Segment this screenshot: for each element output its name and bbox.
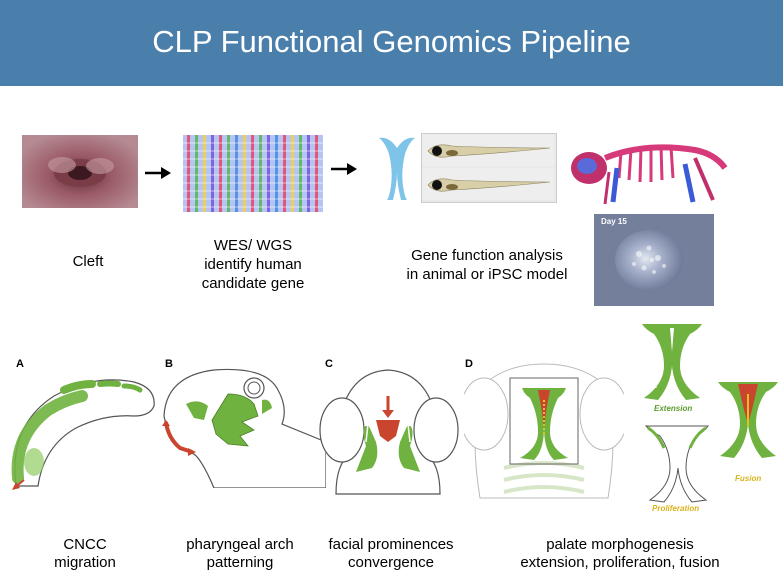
- caption-b-line-2: patterning: [206, 554, 274, 571]
- panel-c-face-diagram: [319, 369, 459, 495]
- mouse-skeleton-image: [565, 128, 729, 208]
- palate-proliferation-diagram: [644, 425, 709, 503]
- title-banner: [0, 0, 783, 86]
- arrow-right-icon: [145, 167, 171, 179]
- palate-fusion-diagram: [718, 382, 778, 458]
- caption-c-line-1: facial prominences: [328, 536, 454, 553]
- step-function-line-1: Gene function analysis: [411, 247, 563, 264]
- step-sequencing-line-1: WES/ WGS: [213, 237, 293, 254]
- cartilage-stain-image: [375, 136, 419, 202]
- zebrafish-larva-bottom: [422, 168, 554, 200]
- ipsc-colony-image: [594, 214, 714, 306]
- arrow-right-icon: [331, 163, 357, 175]
- caption-d-line-1: palate morphogenesis: [546, 536, 694, 553]
- caption-c: facial prominences convergence: [318, 536, 464, 572]
- panel-b-pharyngeal-diagram: [162, 368, 326, 488]
- panel-d-palate-diagram: [464, 363, 624, 499]
- step-sequencing-line-3: candidate gene: [201, 275, 305, 292]
- caption-a: CNCC migration: [30, 536, 140, 572]
- extension-label: Extension: [654, 404, 693, 413]
- panel-letter-a: A: [16, 358, 24, 370]
- fusion-label: Fusion: [735, 474, 762, 483]
- caption-d-line-2: extension, proliferation, fusion: [520, 554, 720, 571]
- caption-a-line-2: migration: [54, 554, 116, 571]
- panel-letter-d: D: [465, 358, 473, 370]
- panel-letter-c: C: [325, 358, 333, 370]
- proliferation-label: Proliferation: [652, 504, 700, 513]
- caption-b: pharyngeal arch patterning: [165, 536, 315, 572]
- panel-a-embryo-diagram: [11, 379, 155, 490]
- cleft-photo: [22, 135, 138, 208]
- page-title: CLP Functional Genomics Pipeline: [152, 24, 631, 59]
- step-sequencing-label: WES/ WGS identify human candidate gene: [168, 236, 338, 293]
- step-cleft-label: Cleft: [72, 253, 104, 270]
- step-function-label: Gene function analysis in animal or iPSC…: [382, 246, 592, 284]
- zebrafish-larva-top: [422, 134, 554, 166]
- ipsc-day-label: Day 15: [601, 217, 627, 226]
- caption-c-line-2: convergence: [348, 554, 434, 571]
- caption-d: palate morphogenesis extension, prolifer…: [490, 536, 750, 572]
- palate-extension-diagram: [642, 324, 702, 400]
- caption-a-line-1: CNCC: [63, 536, 107, 553]
- step-sequencing-line-2: identify human: [204, 256, 302, 273]
- step-function-line-2: in animal or iPSC model: [406, 266, 568, 283]
- caption-b-line-1: pharyngeal arch: [186, 536, 294, 553]
- panel-letter-b: B: [165, 358, 173, 370]
- sequencing-image: [183, 135, 323, 212]
